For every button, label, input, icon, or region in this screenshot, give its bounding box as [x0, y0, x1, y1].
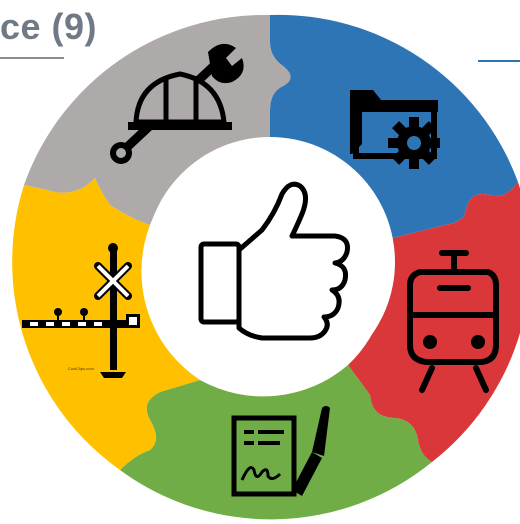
- hardhat-wrench-icon: [110, 43, 244, 164]
- page-title: ce (9): [0, 6, 98, 47]
- folder-gear-icon: [350, 90, 440, 169]
- header-rule-right: [478, 60, 520, 62]
- title-underline: [0, 57, 64, 59]
- crossing-caption: CoolClips.com: [68, 366, 94, 371]
- thumbs-up-icon: [198, 181, 350, 341]
- railroad-crossing-icon: CoolClips.com: [22, 243, 140, 378]
- signed-document-icon: [231, 406, 330, 497]
- train-icon: [407, 250, 499, 393]
